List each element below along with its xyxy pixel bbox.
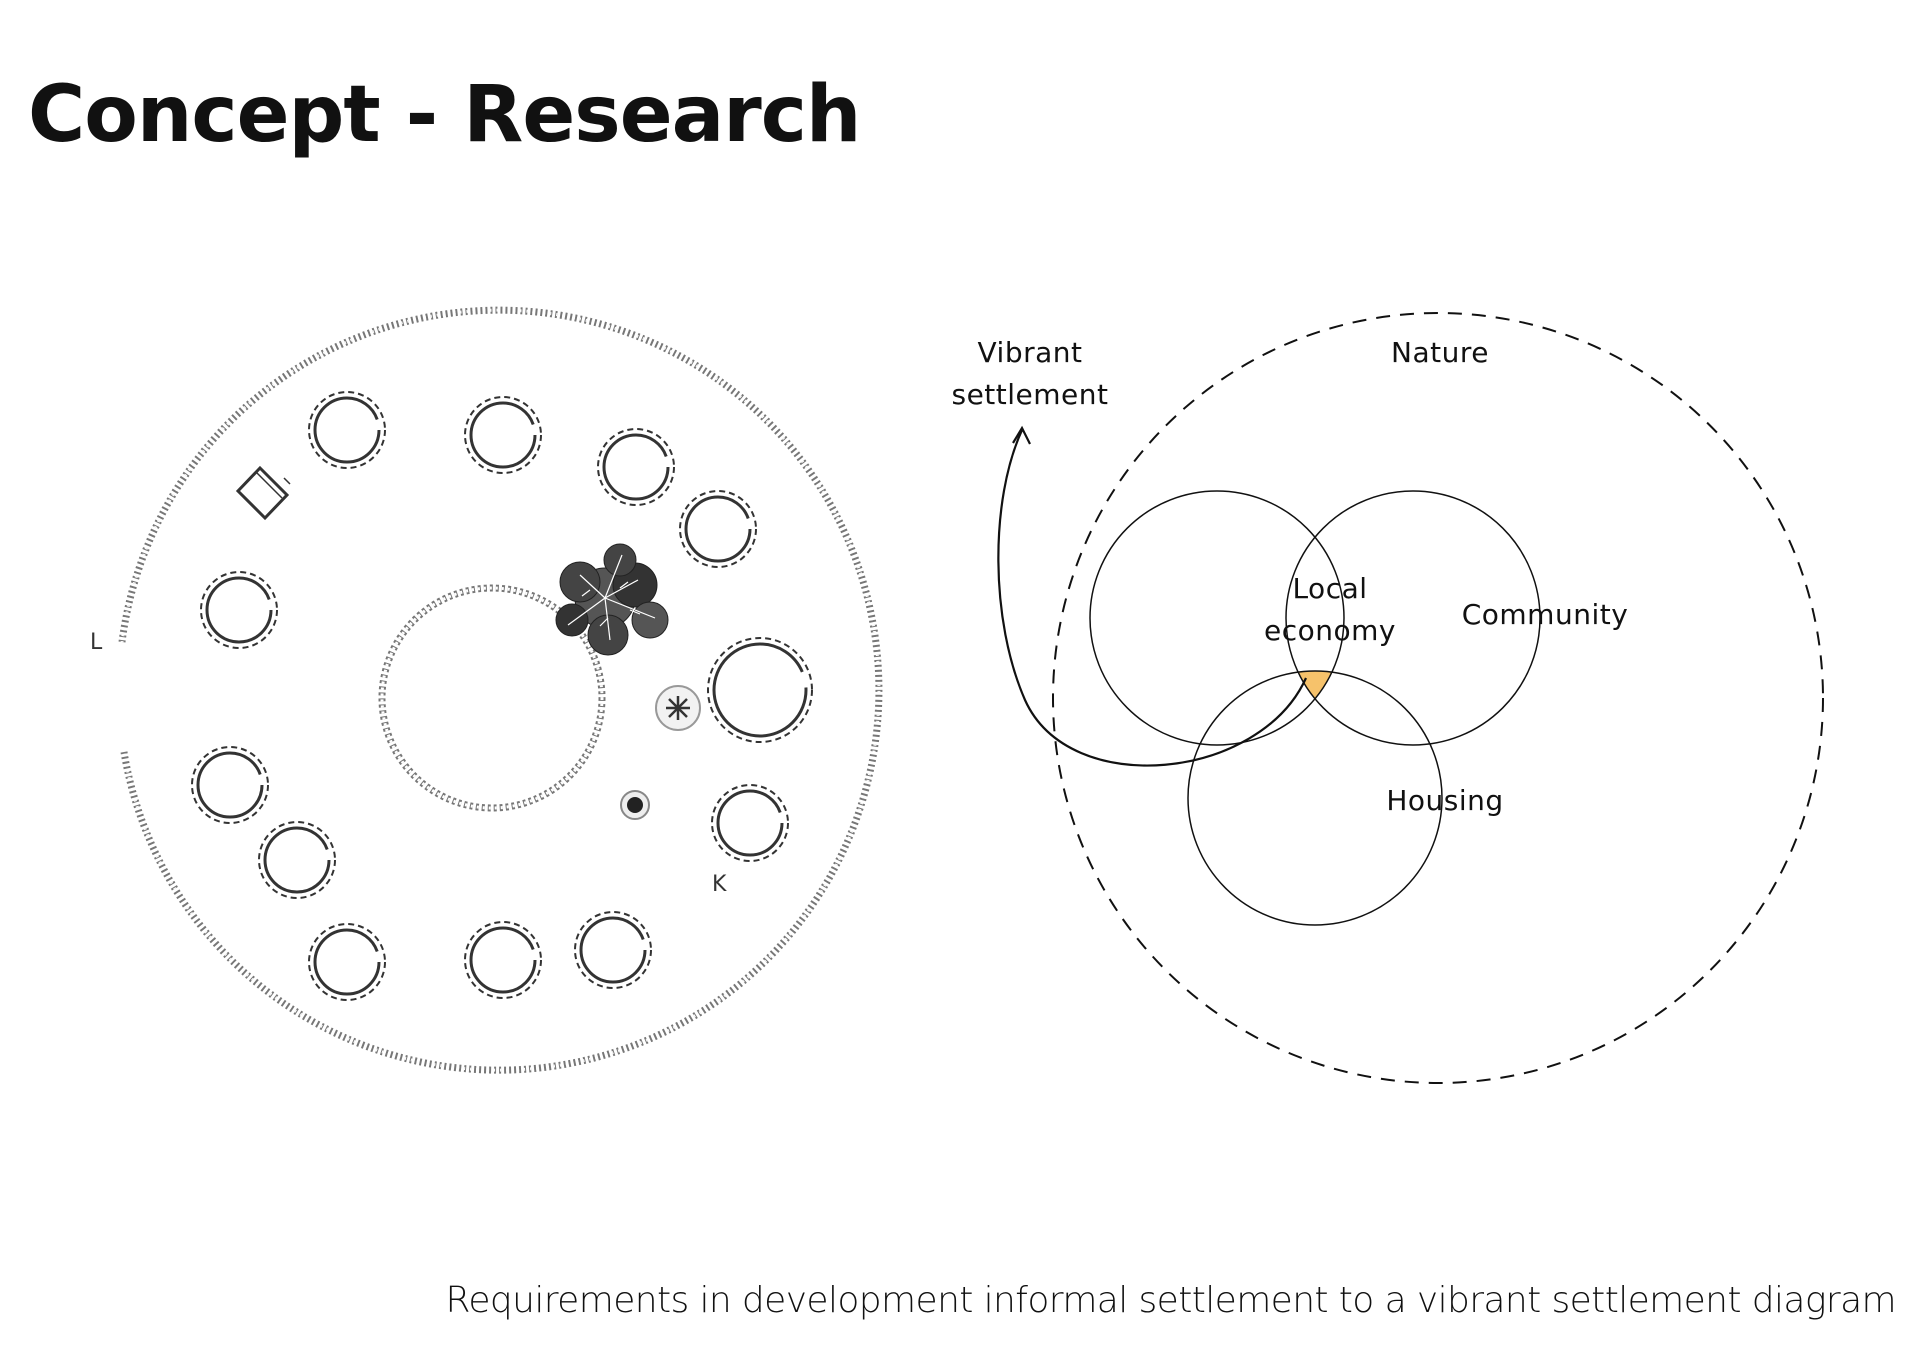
house-unit bbox=[464, 921, 542, 999]
vibrant-settlement-arrow bbox=[997, 429, 1308, 767]
community-circle bbox=[1285, 490, 1541, 746]
house-unit bbox=[574, 911, 652, 989]
plant-icon bbox=[620, 790, 650, 820]
house-unit bbox=[258, 821, 336, 899]
house-unit bbox=[308, 391, 386, 469]
well-icon bbox=[655, 685, 701, 731]
local-economy-line-1: Local bbox=[1292, 572, 1368, 605]
house-unit bbox=[308, 923, 386, 1001]
square-structure bbox=[235, 465, 291, 521]
house-units bbox=[191, 391, 813, 1001]
house-unit bbox=[191, 746, 269, 824]
house-unit bbox=[679, 490, 757, 568]
housing-label: Housing bbox=[1386, 784, 1504, 817]
label-k: K bbox=[712, 872, 727, 897]
vibrant-settlement-label: Vibrant settlement bbox=[935, 332, 1125, 416]
vibrant-settlement-line-2: settlement bbox=[951, 378, 1109, 411]
site-plan-drawing bbox=[118, 306, 883, 1074]
house-unit bbox=[597, 428, 675, 506]
nature-label: Nature bbox=[1391, 336, 1489, 369]
house-unit-large bbox=[707, 637, 813, 743]
tree-icon bbox=[555, 543, 669, 656]
housing-circle bbox=[1187, 670, 1443, 926]
local-economy-circle bbox=[1089, 490, 1345, 746]
house-unit bbox=[200, 571, 278, 649]
community-label: Community bbox=[1461, 598, 1629, 631]
venn-diagram bbox=[997, 312, 1824, 1084]
nature-circle bbox=[1052, 312, 1824, 1084]
house-unit bbox=[711, 784, 789, 862]
outer-pebble-boundary bbox=[118, 306, 883, 1074]
page-title: Concept - Research bbox=[28, 70, 861, 160]
local-economy-label: Local economy bbox=[1245, 568, 1415, 652]
vibrant-settlement-line-1: Vibrant bbox=[977, 336, 1083, 369]
central-pebble-ring bbox=[378, 584, 606, 812]
diagram-caption: Requirements in development informal set… bbox=[445, 1280, 1897, 1321]
house-unit bbox=[464, 396, 542, 474]
arrowhead-icon bbox=[1012, 425, 1031, 445]
label-l: L bbox=[90, 630, 103, 655]
local-economy-line-2: economy bbox=[1264, 614, 1396, 647]
